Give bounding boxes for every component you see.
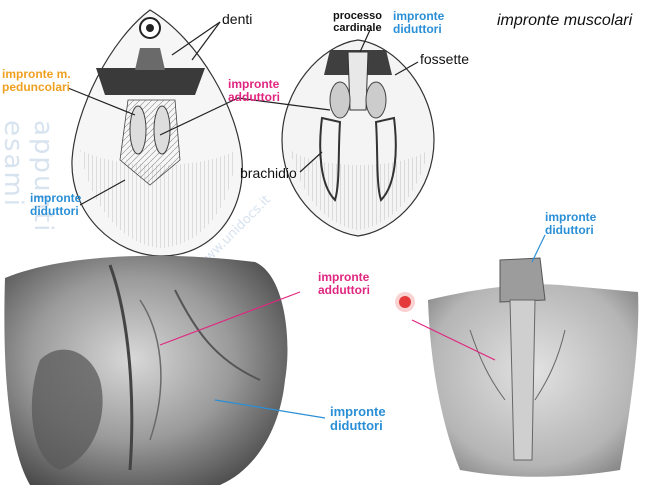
label-processo-cardinale: processo cardinale [333, 10, 382, 34]
label-impronte-adduttori-top: impronte adduttori [228, 78, 280, 104]
label-impronte-diduttori-bottom: impronte diduttori [330, 405, 386, 434]
label-diduttori-bottom-line1: impronte [330, 405, 386, 419]
label-processo-line1: processo [333, 10, 382, 22]
label-fossette: fossette [420, 52, 469, 67]
label-denti: denti [222, 12, 252, 27]
label-brachidio: brachidio [240, 166, 297, 181]
label-diduttori-right-line2: diduttori [545, 224, 596, 237]
left-fossil-photo [4, 256, 287, 485]
label-impronte-diduttori-left: impronte diduttori [30, 192, 81, 218]
label-diduttori-bottom-line2: diduttori [330, 419, 386, 433]
label-impronte-diduttori-right: impronte diduttori [545, 211, 596, 237]
label-peduncolari-line2: peduncolari [2, 81, 71, 94]
label-impronte-peduncolari: impronte m. peduncolari [2, 68, 71, 94]
label-diduttori-left-line2: diduttori [30, 205, 81, 218]
page-title: impronte muscolari [497, 12, 632, 30]
label-adduttori-mid-line2: adduttori [318, 284, 370, 297]
left-shell-drawing [72, 10, 242, 256]
label-processo-line2: cardinale [333, 22, 382, 34]
label-impronte-adduttori-mid: impronte adduttori [318, 271, 370, 297]
right-shell-drawing [282, 40, 434, 236]
label-diduttori-top-line2: diduttori [393, 23, 444, 36]
label-adduttori-top-line2: adduttori [228, 91, 280, 104]
label-impronte-diduttori-top: impronte diduttori [393, 10, 444, 36]
right-fossil-photo [428, 258, 638, 477]
